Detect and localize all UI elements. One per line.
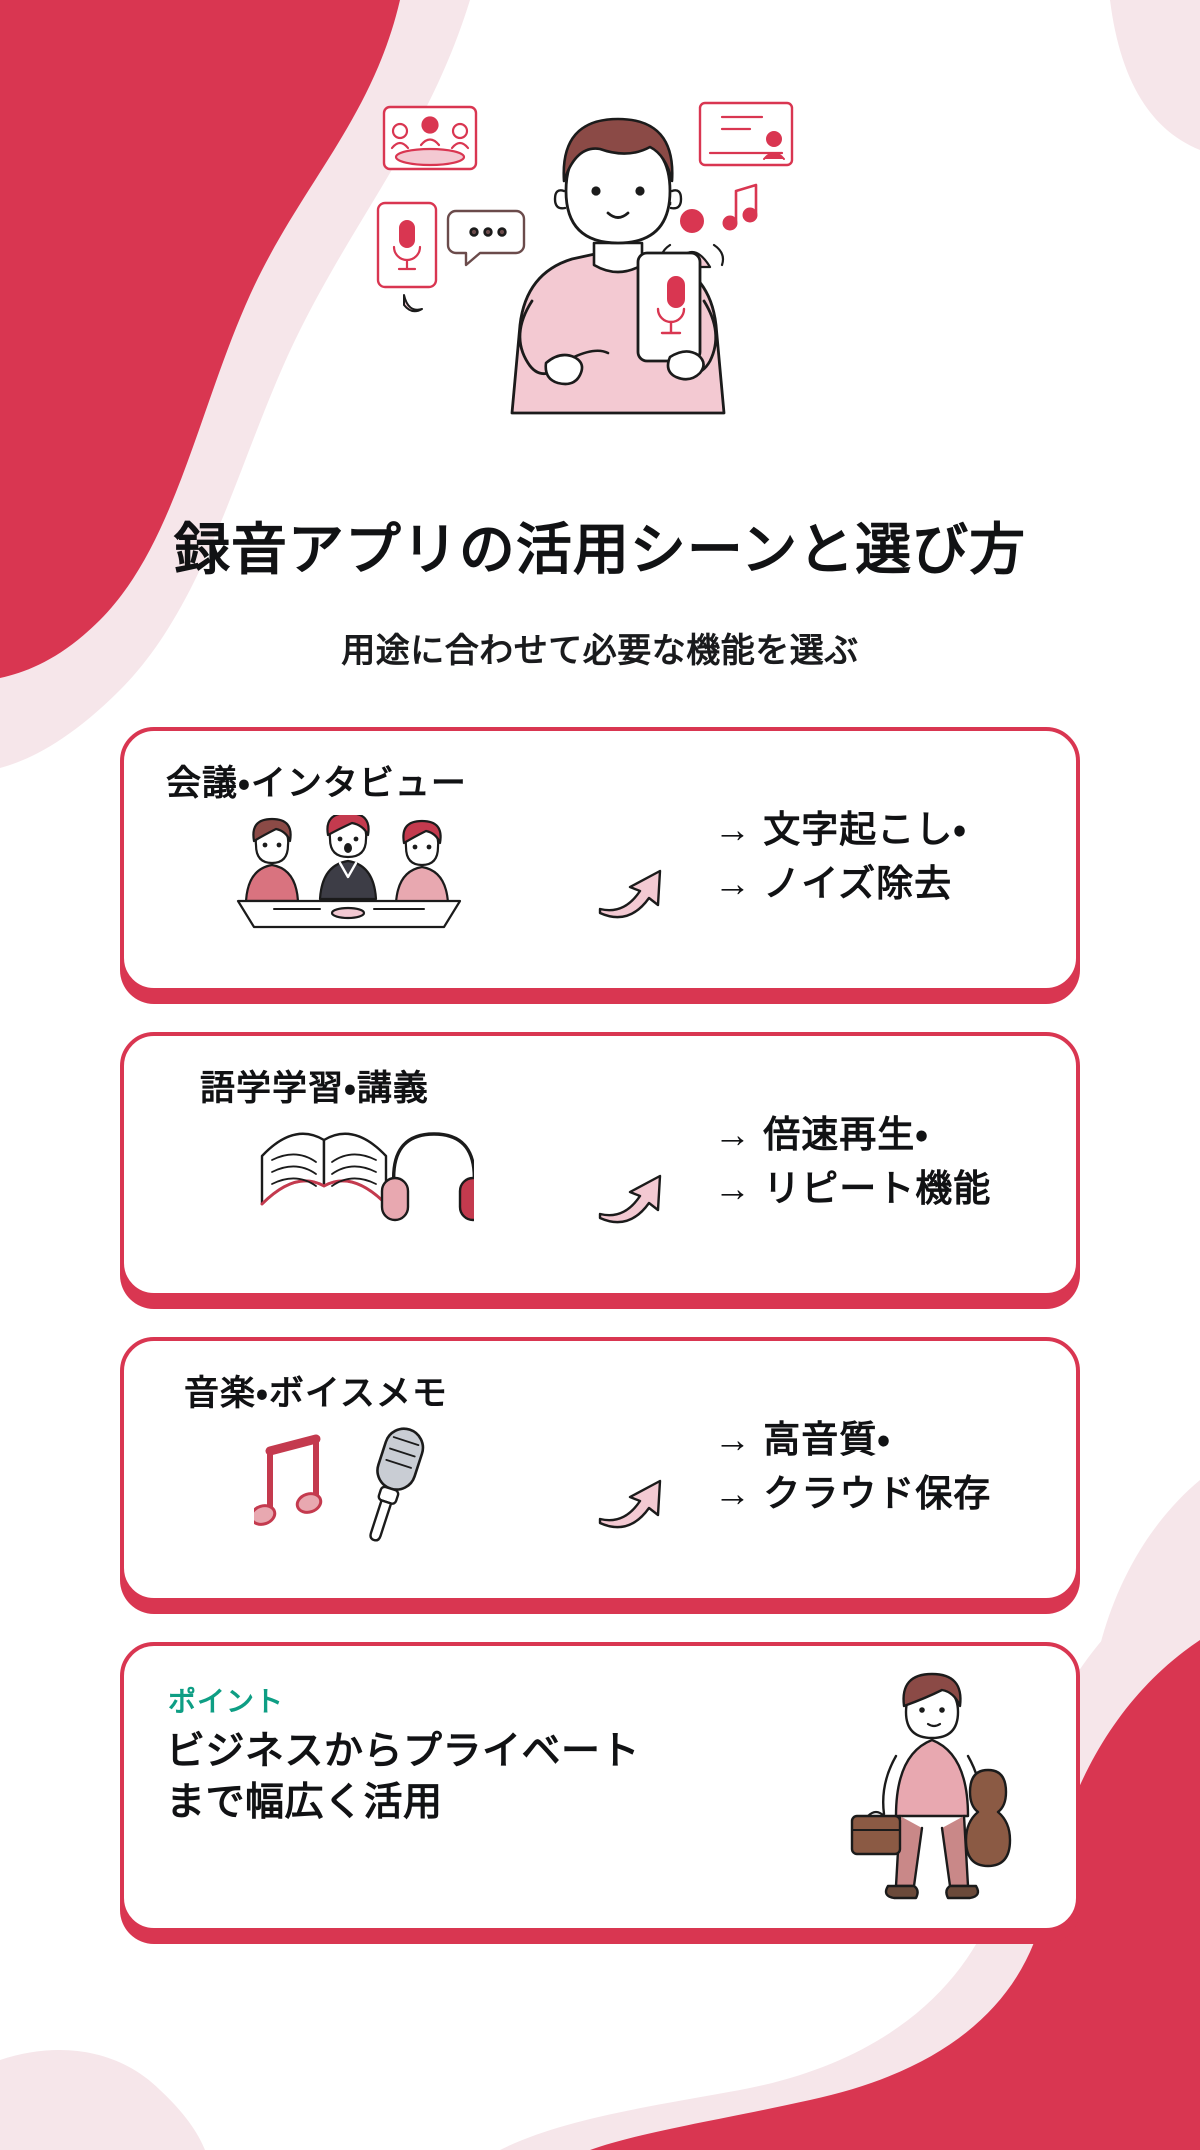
scene-output-line: → クラウド保存	[714, 1472, 992, 1514]
scene-card-outputs: → 文字起こし・ → ノイズ除去	[714, 803, 967, 910]
point-card-kicker: ポイント	[168, 1686, 285, 1717]
scene-card-outputs: → 高音質・ → クラウド保存	[714, 1413, 991, 1520]
person-with-briefcase-and-guitar-illustration	[838, 1666, 1028, 1921]
curved-arrow-icon	[594, 1459, 674, 1534]
scene-output-line: → ノイズ除去	[714, 862, 953, 904]
curved-arrow-icon	[594, 849, 674, 924]
music-notes-and-microphone-illustration	[249, 1415, 454, 1550]
scene-output-line: → 高音質・	[714, 1419, 891, 1460]
scene-card-label: 会議・インタビュー	[166, 764, 467, 803]
point-card-body: ビジネスからプライベート まで幅広く活用	[166, 1726, 640, 1829]
three-people-meeting-table-illustration	[234, 811, 464, 940]
point-body-line: ビジネスからプライベート	[166, 1730, 641, 1773]
point-card[interactable]: ポイント ビジネスからプライベート まで幅広く活用	[120, 1642, 1080, 1932]
scene-output-line: → 倍速再生・	[714, 1114, 929, 1155]
scene-card-meeting[interactable]: 会議・インタビュー	[120, 727, 1080, 992]
hero-illustration	[0, 95, 1200, 445]
scene-output-line: → リピート機能	[714, 1167, 992, 1209]
scene-card-music-voice-memo[interactable]: 音楽・ボイスメモ	[120, 1337, 1080, 1602]
page-title: 録音アプリの活用シーンと選び方	[173, 517, 1027, 581]
scene-card-outputs: → 倍速再生・ → リピート機能	[714, 1108, 991, 1215]
scene-card-label: 音楽・ボイスメモ	[184, 1374, 448, 1413]
scene-card-label: 語学学習・講義	[200, 1069, 429, 1108]
scene-card-language-study[interactable]: 語学学習・講義	[120, 1032, 1080, 1297]
scene-output-line: → 文字起こし・	[714, 809, 967, 850]
open-book-and-headphones-illustration	[254, 1112, 488, 1242]
page-subtitle: 用途に合わせて必要な機能を選ぶ	[341, 632, 859, 671]
curved-arrow-icon	[594, 1154, 674, 1229]
point-body-line: まで幅広く活用	[166, 1781, 443, 1825]
card-list: 会議・インタビュー	[0, 727, 1200, 1972]
